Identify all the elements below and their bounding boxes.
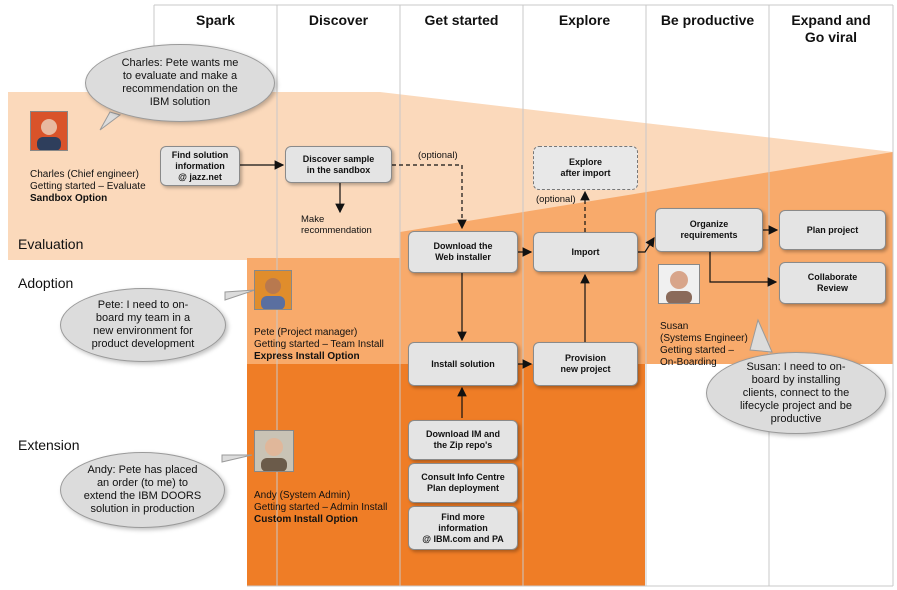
column-header-spark: Spark — [196, 12, 235, 28]
optional-note: (optional) — [418, 150, 458, 161]
susan-avatar — [658, 264, 700, 304]
import-box: Import — [533, 232, 638, 272]
collaborate-review-box: Collaborate Review — [779, 262, 886, 304]
optional-note: (optional) — [536, 194, 576, 205]
phase-evaluation: Evaluation — [18, 236, 84, 252]
susan-description: Susan (Systems Engineer) Getting started… — [660, 309, 748, 369]
pete-avatar — [254, 270, 292, 310]
andy-description: Andy (System Admin) Getting started – Ad… — [254, 478, 387, 538]
andy-avatar — [254, 430, 294, 472]
andy-speech-bubble: Andy: Pete has placed an order (to me) t… — [60, 452, 225, 528]
make-recommendation-note: Make recommendation — [301, 214, 372, 236]
charles-description: Charles (Chief engineer) Getting started… — [30, 157, 146, 217]
consult-info-centre-box: Consult Info Centre Plan deployment — [408, 463, 518, 503]
pete-role: Pete (Project manager) Getting started –… — [254, 327, 384, 350]
susan-speech-bubble: Susan: I need to on- board by installing… — [706, 352, 886, 434]
find-solution-box: Find solution information @ jazz.net — [160, 146, 240, 186]
charles-speech-bubble: Charles: Pete wants me to evaluate and m… — [85, 44, 275, 122]
charles-role: Charles (Chief engineer) Getting started… — [30, 169, 146, 192]
plan-project-box: Plan project — [779, 210, 886, 250]
andy-role: Andy (System Admin) Getting started – Ad… — [254, 490, 388, 513]
column-header-discover: Discover — [308, 12, 369, 28]
column-header-be-productive: Be productive — [660, 12, 755, 28]
pete-speech-bubble: Pete: I need to on- board my team in a n… — [60, 288, 226, 362]
andy-option: Custom Install Option — [254, 514, 358, 525]
download-im-box: Download IM and the Zip repo's — [408, 420, 518, 460]
column-header-explore: Explore — [558, 12, 611, 28]
phase-adoption: Adoption — [18, 275, 74, 291]
susan-role: Susan (Systems Engineer) Getting started… — [660, 321, 748, 368]
pete-description: Pete (Project manager) Getting started –… — [254, 315, 384, 375]
organize-requirements-box: Organize requirements — [655, 208, 763, 252]
provision-new-project-box: Provision new project — [533, 342, 638, 386]
charles-avatar — [30, 111, 68, 151]
download-web-installer-box: Download the Web installer — [408, 231, 518, 273]
column-header-expand: Expand and Go viral — [791, 12, 871, 45]
discover-sample-box: Discover sample in the sandbox — [285, 146, 392, 183]
charles-option: Sandbox Option — [30, 193, 108, 204]
explore-after-import-box: Explore after import — [533, 146, 638, 190]
install-solution-box: Install solution — [408, 342, 518, 386]
column-header-get-started: Get started — [424, 12, 499, 28]
phase-extension: Extension — [18, 437, 80, 453]
find-more-information-box: Find more information @ IBM.com and PA — [408, 506, 518, 550]
pete-option: Express Install Option — [254, 351, 360, 362]
